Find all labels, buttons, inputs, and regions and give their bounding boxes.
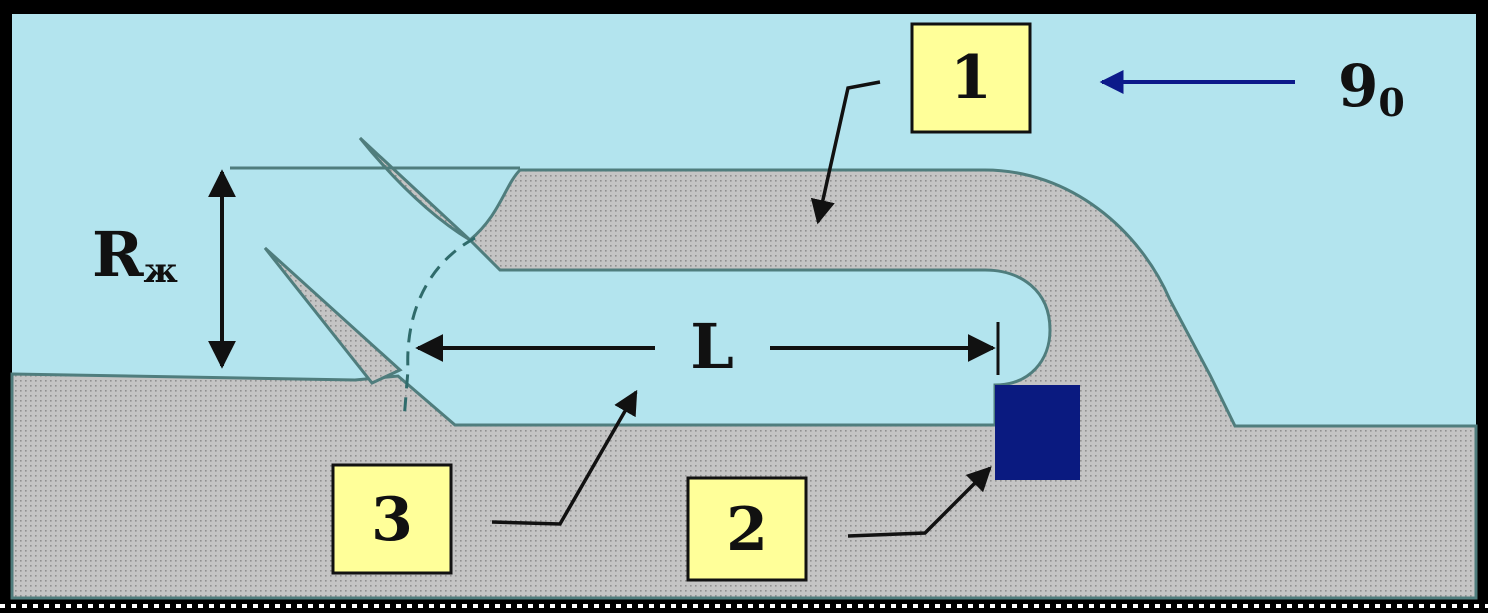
radius-label-subscript: ж xyxy=(144,251,178,291)
upper-cone-spike xyxy=(358,136,472,242)
flow-label-main: 9 xyxy=(1338,52,1378,120)
cavity-front-dashed-arc xyxy=(402,236,476,421)
callout-3: 3 xyxy=(331,463,453,575)
length-label: L xyxy=(690,310,734,383)
callout-1-box xyxy=(910,22,1032,134)
dark-block xyxy=(995,385,1080,480)
callout-2-label: 2 xyxy=(726,495,768,565)
callout-3-label: 3 xyxy=(371,485,413,555)
radius-label-main: R xyxy=(92,218,144,291)
callout-2-box xyxy=(686,476,808,582)
callout-3-box xyxy=(331,463,453,575)
lower-cone-spike xyxy=(263,246,403,385)
callout-2-leader xyxy=(847,466,992,538)
flow-label-subscript: 0 xyxy=(1378,80,1404,125)
callout-3-leader xyxy=(491,389,638,526)
callout-1: 1 xyxy=(910,22,1032,134)
bottom-border xyxy=(0,598,1488,613)
callout-1-leader xyxy=(810,80,881,225)
callout-1-label: 1 xyxy=(950,43,992,113)
callout-2: 2 xyxy=(686,476,808,582)
flow-label: 90 xyxy=(1338,52,1405,125)
radius-label: Rж xyxy=(92,218,178,291)
